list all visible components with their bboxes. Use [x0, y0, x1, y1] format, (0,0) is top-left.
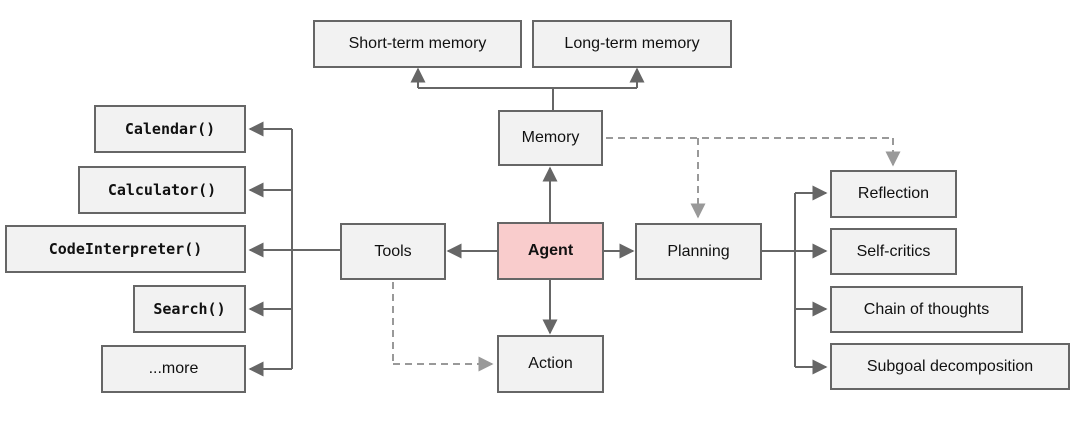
node-tools: Tools [340, 223, 446, 280]
node-chain-of-thoughts: Chain of thoughts [830, 286, 1023, 333]
edge-memory-planning-reflection-dashed [606, 137, 901, 219]
node-memory: Memory [498, 110, 603, 166]
node-planning: Planning [635, 223, 762, 280]
node-calendar-tool: Calendar() [94, 105, 246, 153]
edge-planning-methods-trunk [762, 185, 828, 375]
node-self-critics: Self-critics [830, 228, 957, 275]
node-short-term-memory: Short-term memory [313, 20, 522, 68]
edge-tools-toolbox-trunk [248, 121, 340, 377]
node-more-tools: ...more [101, 345, 246, 393]
edge-memory-shortterm-longterm [410, 67, 645, 110]
node-long-term-memory: Long-term memory [532, 20, 732, 68]
node-calculator-tool: Calculator() [78, 166, 246, 214]
node-agent: Agent [497, 222, 604, 280]
node-subgoal-decomposition: Subgoal decomposition [830, 343, 1070, 390]
node-code-interpreter-tool: CodeInterpreter() [5, 225, 246, 273]
node-search-tool: Search() [133, 285, 246, 333]
edge-tools-action-dashed [392, 282, 494, 372]
node-reflection: Reflection [830, 170, 957, 218]
node-action: Action [497, 335, 604, 393]
